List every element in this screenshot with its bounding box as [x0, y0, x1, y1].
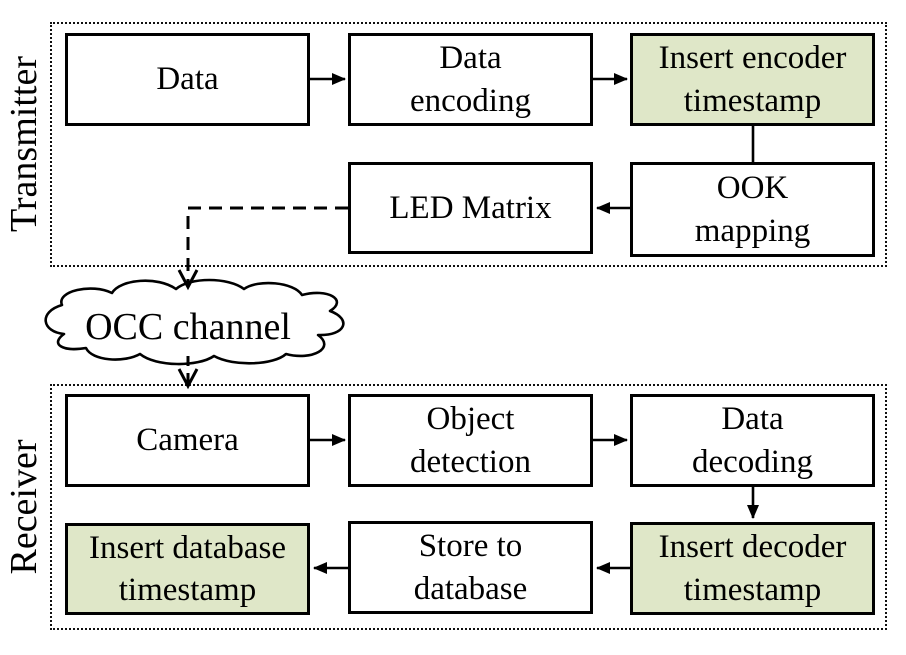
data-decoding-box: Data decoding: [630, 394, 875, 487]
data-decoding-label-line2: decoding: [692, 443, 813, 480]
object-detection-label-line1: Object: [426, 401, 515, 438]
occ-channel-cloud-icon: [44, 278, 345, 366]
store-database-label-line2: database: [413, 570, 528, 607]
insert-decoder-label-line1: Insert decoder: [658, 529, 847, 566]
data-decoding-label-line1: Data: [721, 401, 784, 438]
ook-mapping-label-line1: OOK: [716, 170, 789, 207]
store-to-database-box: Store to database: [348, 521, 593, 614]
ook-mapping-box: OOK mapping: [630, 162, 875, 257]
data-encoding-label-line1: Data: [439, 40, 502, 77]
camera-label: Camera: [136, 422, 239, 459]
insert-encoder-label-line2: timestamp: [683, 82, 822, 119]
insert-database-label-line2: timestamp: [118, 572, 257, 608]
data-encoding-label-line2: encoding: [410, 82, 531, 119]
insert-database-timestamp-box: Insert database timestamp: [65, 523, 310, 615]
insert-database-label-line1: Insert database: [89, 529, 286, 566]
ook-mapping-label-line2: mapping: [694, 212, 811, 249]
occ-channel-label: OCC channel: [85, 306, 291, 348]
receiver-section: [50, 384, 887, 630]
object-detection-label-line2: detection: [410, 443, 531, 480]
led-matrix-label: LED Matrix: [389, 189, 552, 226]
store-database-label-line1: Store to: [418, 528, 523, 565]
insert-decoder-timestamp-box: Insert decoder timestamp: [630, 522, 875, 615]
insert-decoder-label-line2: timestamp: [683, 571, 822, 608]
transmitter-section: [50, 22, 887, 267]
insert-encoder-label-line1: Insert encoder: [658, 40, 847, 77]
led-matrix-box: LED Matrix: [348, 162, 593, 254]
insert-encoder-timestamp-box: Insert encoder timestamp: [630, 33, 875, 126]
data-box-label: Data: [156, 61, 219, 98]
data-encoding-box: Data encoding: [348, 33, 593, 126]
camera-box: Camera: [65, 394, 310, 487]
dashed-arrow-led-to-channel: [177, 206, 348, 291]
data-box: Data: [65, 33, 310, 126]
object-detection-box: Object detection: [348, 394, 593, 487]
